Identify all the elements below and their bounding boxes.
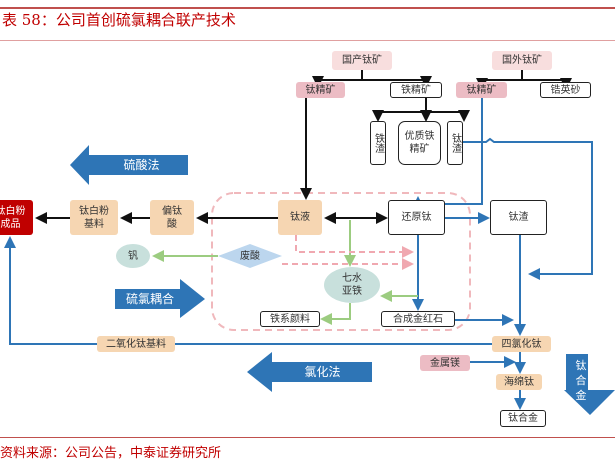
black-links xyxy=(35,70,572,224)
premium-iron-concentrate-node: 优质铁精矿 xyxy=(398,121,441,165)
coupling-label: 硫氯耦合 xyxy=(125,291,174,306)
ilmenite-concentrate-node: 钛精矿 xyxy=(296,82,345,98)
source-note: 资料来源：公司公告，中泰证券研究所 xyxy=(0,446,222,459)
process-arrows xyxy=(70,145,615,415)
waste-acid-node xyxy=(218,244,282,268)
iron-pigment-node: 铁系颜料 xyxy=(260,311,320,327)
ferrous-sulfate-label: 七水亚铁 xyxy=(342,273,362,297)
tio2-base-node: 二氧化钛基料 xyxy=(97,336,175,352)
waste-acid-label: 废酸 xyxy=(240,250,260,262)
domestic-ore-node: 国产钛矿 xyxy=(332,51,392,70)
chloride-process-arrow xyxy=(247,352,372,392)
coupling-arrow xyxy=(115,279,205,318)
ferrous-sulfate-node xyxy=(324,267,380,303)
top-rule xyxy=(0,7,615,9)
foreign-ore-node: 国外钛矿 xyxy=(492,51,552,70)
page-title: 表 58：公司首创硫氯耦合联产技术 xyxy=(2,11,236,29)
magnesium-node: 金属镁 xyxy=(420,355,470,371)
titanium-white-product-node: 钛白粉成品 xyxy=(0,200,33,235)
ilmenite-concentrate-foreign-node: 钛精矿 xyxy=(456,82,507,98)
zircon-sand-node: 锆英砂 xyxy=(540,82,591,98)
vanadium-label: 钒 xyxy=(128,250,138,262)
ticl4-node: 四氯化钛 xyxy=(492,336,551,352)
green-links xyxy=(152,220,418,325)
titanium-liquid-node: 钛液 xyxy=(278,200,322,235)
iron-slag-node: 铁渣 xyxy=(370,121,386,165)
sulfuric-process-label: 硫酸法 xyxy=(123,157,160,172)
source-rule xyxy=(0,437,615,438)
iron-concentrate-node: 铁精矿 xyxy=(390,82,442,98)
titanium-slag-small-node: 钛渣 xyxy=(447,121,463,165)
title-rule xyxy=(0,40,615,41)
pink-links xyxy=(282,235,414,270)
blue-links xyxy=(3,97,593,410)
titanium-slag-node: 钛渣 xyxy=(490,200,547,235)
reduced-titanium-node: 还原钛 xyxy=(388,200,445,235)
coupling-region xyxy=(211,192,471,331)
sponge-titanium-node: 海绵钛 xyxy=(496,374,542,390)
synthetic-rutile-node: 合成金红石 xyxy=(381,311,455,327)
metatitanic-acid-node: 偏钛酸 xyxy=(150,200,194,235)
titanium-alloy-arrow xyxy=(564,354,615,415)
titanium-white-base-node: 钛白粉基料 xyxy=(70,200,118,235)
sulfuric-process-arrow xyxy=(70,145,188,185)
titanium-alloy-arrow-label: 钛合金 xyxy=(575,358,587,402)
titanium-alloy-node: 钛合金 xyxy=(500,410,546,427)
chloride-process-label: 氯化法 xyxy=(304,364,341,379)
vanadium-node xyxy=(116,244,150,268)
